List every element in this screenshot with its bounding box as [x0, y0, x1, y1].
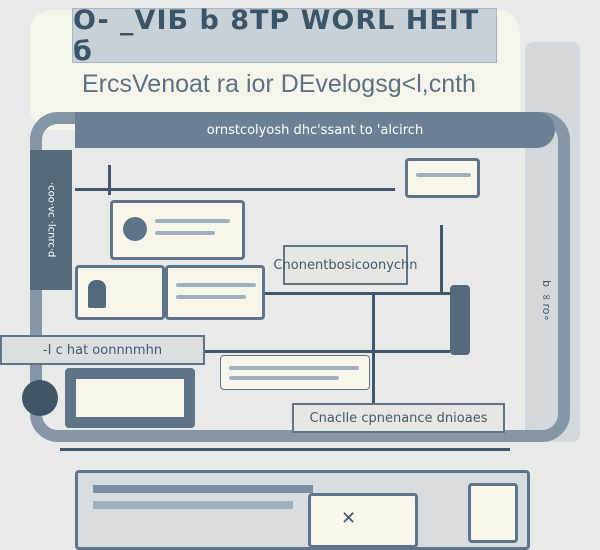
center-box: Cnonentbosicoonychn	[273, 245, 418, 285]
chat-card	[65, 368, 195, 428]
text-line	[155, 219, 230, 223]
connector	[440, 225, 443, 295]
user-icon	[88, 280, 106, 308]
side-bar: ·coo·vc ·lcnrc·d	[30, 150, 72, 290]
header-bar: ornstcolyosh dhc'ssant to 'alcirch	[75, 112, 555, 148]
right-shadow-panel	[525, 42, 580, 442]
keyboard-card	[165, 265, 265, 320]
connector	[60, 448, 510, 451]
avatar-icon	[123, 217, 147, 241]
page-title: O- _VIБ b 8TP WORL HEIT б	[72, 5, 497, 67]
bottom-box: Cnaclle cpnenance dnioaes	[292, 403, 505, 433]
media-window: ✕	[308, 493, 418, 548]
profile-card	[75, 265, 165, 320]
left-bar: -I c hat oonnnmhn	[0, 335, 205, 365]
text-line	[176, 283, 256, 287]
connector	[200, 350, 450, 353]
text-line	[155, 231, 215, 235]
side-label: ·coo·vc ·lcnrc·d	[45, 182, 57, 258]
text-line	[93, 501, 293, 509]
text-line	[176, 295, 246, 299]
top-right-card	[405, 158, 480, 198]
text-line	[416, 173, 471, 177]
message-card	[110, 200, 245, 260]
right-side-label: b ∞ro∘	[540, 280, 553, 322]
bottom-panel: ✕	[75, 470, 530, 550]
list-card	[220, 355, 370, 390]
connector	[75, 188, 395, 191]
chat-screen	[76, 379, 184, 417]
person-icon	[22, 380, 58, 416]
subtitle: ErcsVenoat ra ior DEvelogsɡ˂l,cnth	[82, 70, 476, 98]
text-line	[229, 366, 359, 370]
text-line	[229, 376, 339, 380]
document-card	[468, 483, 518, 543]
close-icon: ✕	[341, 508, 357, 529]
connector	[108, 165, 111, 195]
connector	[230, 292, 470, 295]
right-device	[450, 285, 470, 355]
text-line	[93, 485, 313, 493]
